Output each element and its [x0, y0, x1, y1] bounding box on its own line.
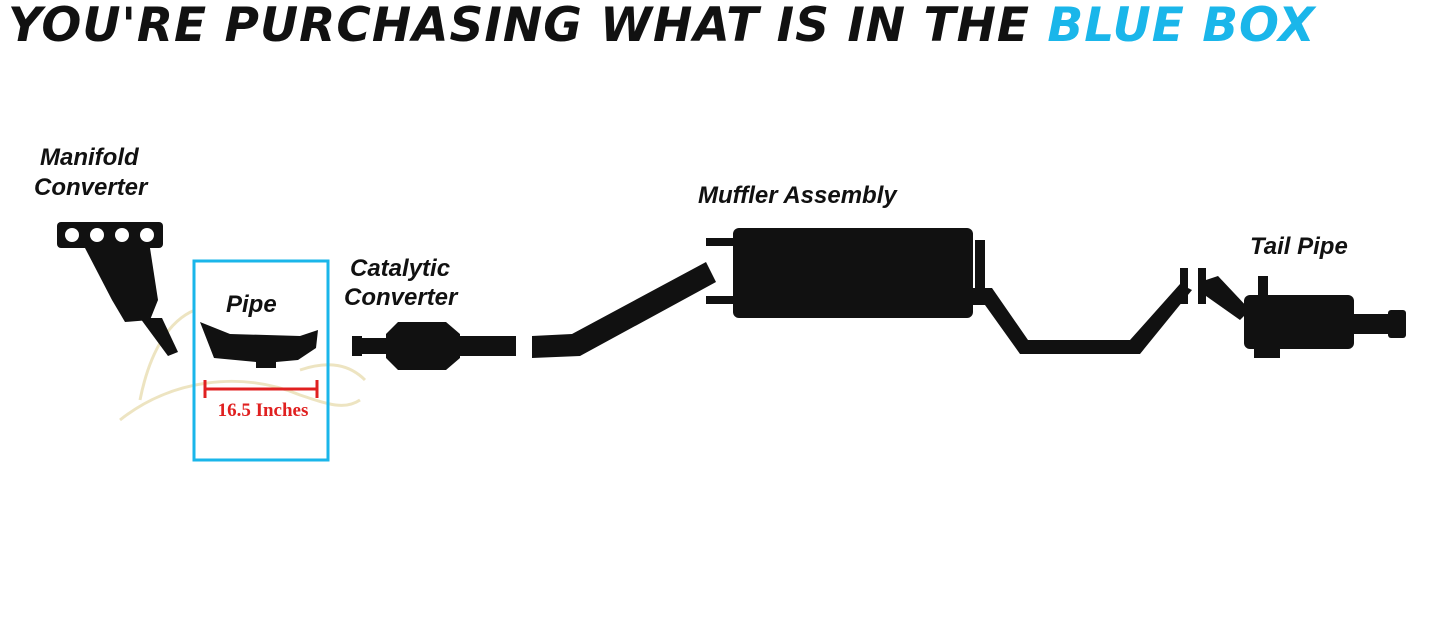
- catalytic-converter-part: [352, 322, 516, 370]
- measurement-text: 16.5 Inches: [217, 400, 309, 421]
- muffler-assembly-label: Muffler Assembly: [698, 182, 897, 209]
- tail-pipe-part: [1198, 268, 1406, 358]
- pipe-label: Pipe: [226, 291, 277, 318]
- headline-prefix: YOU'RE PURCHASING WHAT IS IN THE: [8, 0, 1031, 53]
- measurement-line: [203, 380, 319, 398]
- manifold-label-line2: Converter: [34, 174, 148, 201]
- manifold-converter-part: [57, 222, 178, 356]
- catalytic-label-line2: Converter: [344, 284, 458, 311]
- tail-pipe-label: Tail Pipe: [1250, 233, 1348, 260]
- headline-highlight: BLUE BOX: [1047, 0, 1316, 53]
- manifold-label-line1: Manifold: [40, 144, 139, 171]
- pipe-part: [200, 322, 318, 368]
- muffler-assembly-part: [733, 228, 1192, 354]
- mid-pipe-part: [532, 238, 736, 358]
- page-headline: YOU'RE PURCHASING WHAT IS IN THE BLUE BO…: [8, 0, 1438, 56]
- catalytic-label-line1: Catalytic: [350, 255, 451, 282]
- blue-selection-box: [192, 259, 330, 462]
